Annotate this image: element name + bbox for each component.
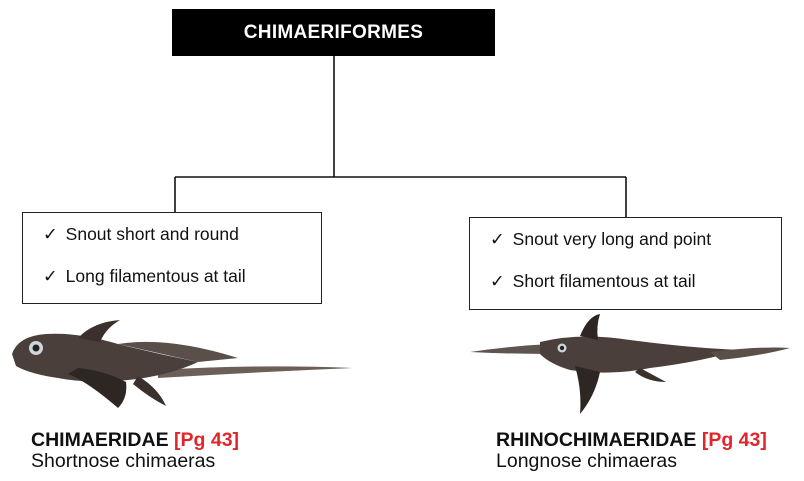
trait-item: ✓Snout very long and point: [490, 229, 711, 250]
family-caption-rhinochimaeridae: RHINOCHIMAERIDAE [Pg 43] Longnose chimae…: [496, 430, 767, 472]
longnose-chimaera-image: [470, 310, 790, 420]
traits-box-rhinochimaeridae: ✓Snout very long and point ✓Short filame…: [469, 217, 782, 310]
shortnose-chimaera-image: [8, 318, 353, 413]
page-reference: [Pg 43]: [702, 429, 767, 451]
family-caption-chimaeridae: CHIMAERIDAE [Pg 43] Shortnose chimaeras: [31, 430, 239, 472]
trait-item: ✓Short filamentous at tail: [490, 271, 696, 292]
order-title: CHIMAERIFORMES: [244, 22, 423, 44]
family-name: RHINOCHIMAERIDAE: [496, 429, 696, 451]
check-icon: ✓: [490, 271, 505, 291]
trait-item: ✓Snout short and round: [43, 224, 239, 245]
page-reference: [Pg 43]: [174, 429, 239, 451]
common-name: Shortnose chimaeras: [31, 451, 239, 472]
common-name: Longnose chimaeras: [496, 451, 767, 472]
traits-box-chimaeridae: ✓Snout short and round ✓Long filamentous…: [22, 212, 322, 304]
order-title-box: CHIMAERIFORMES: [172, 9, 495, 56]
trait-item: ✓Long filamentous at tail: [43, 266, 246, 287]
family-name: CHIMAERIDAE: [31, 429, 169, 451]
check-icon: ✓: [43, 266, 58, 286]
check-icon: ✓: [490, 229, 505, 249]
check-icon: ✓: [43, 224, 58, 244]
